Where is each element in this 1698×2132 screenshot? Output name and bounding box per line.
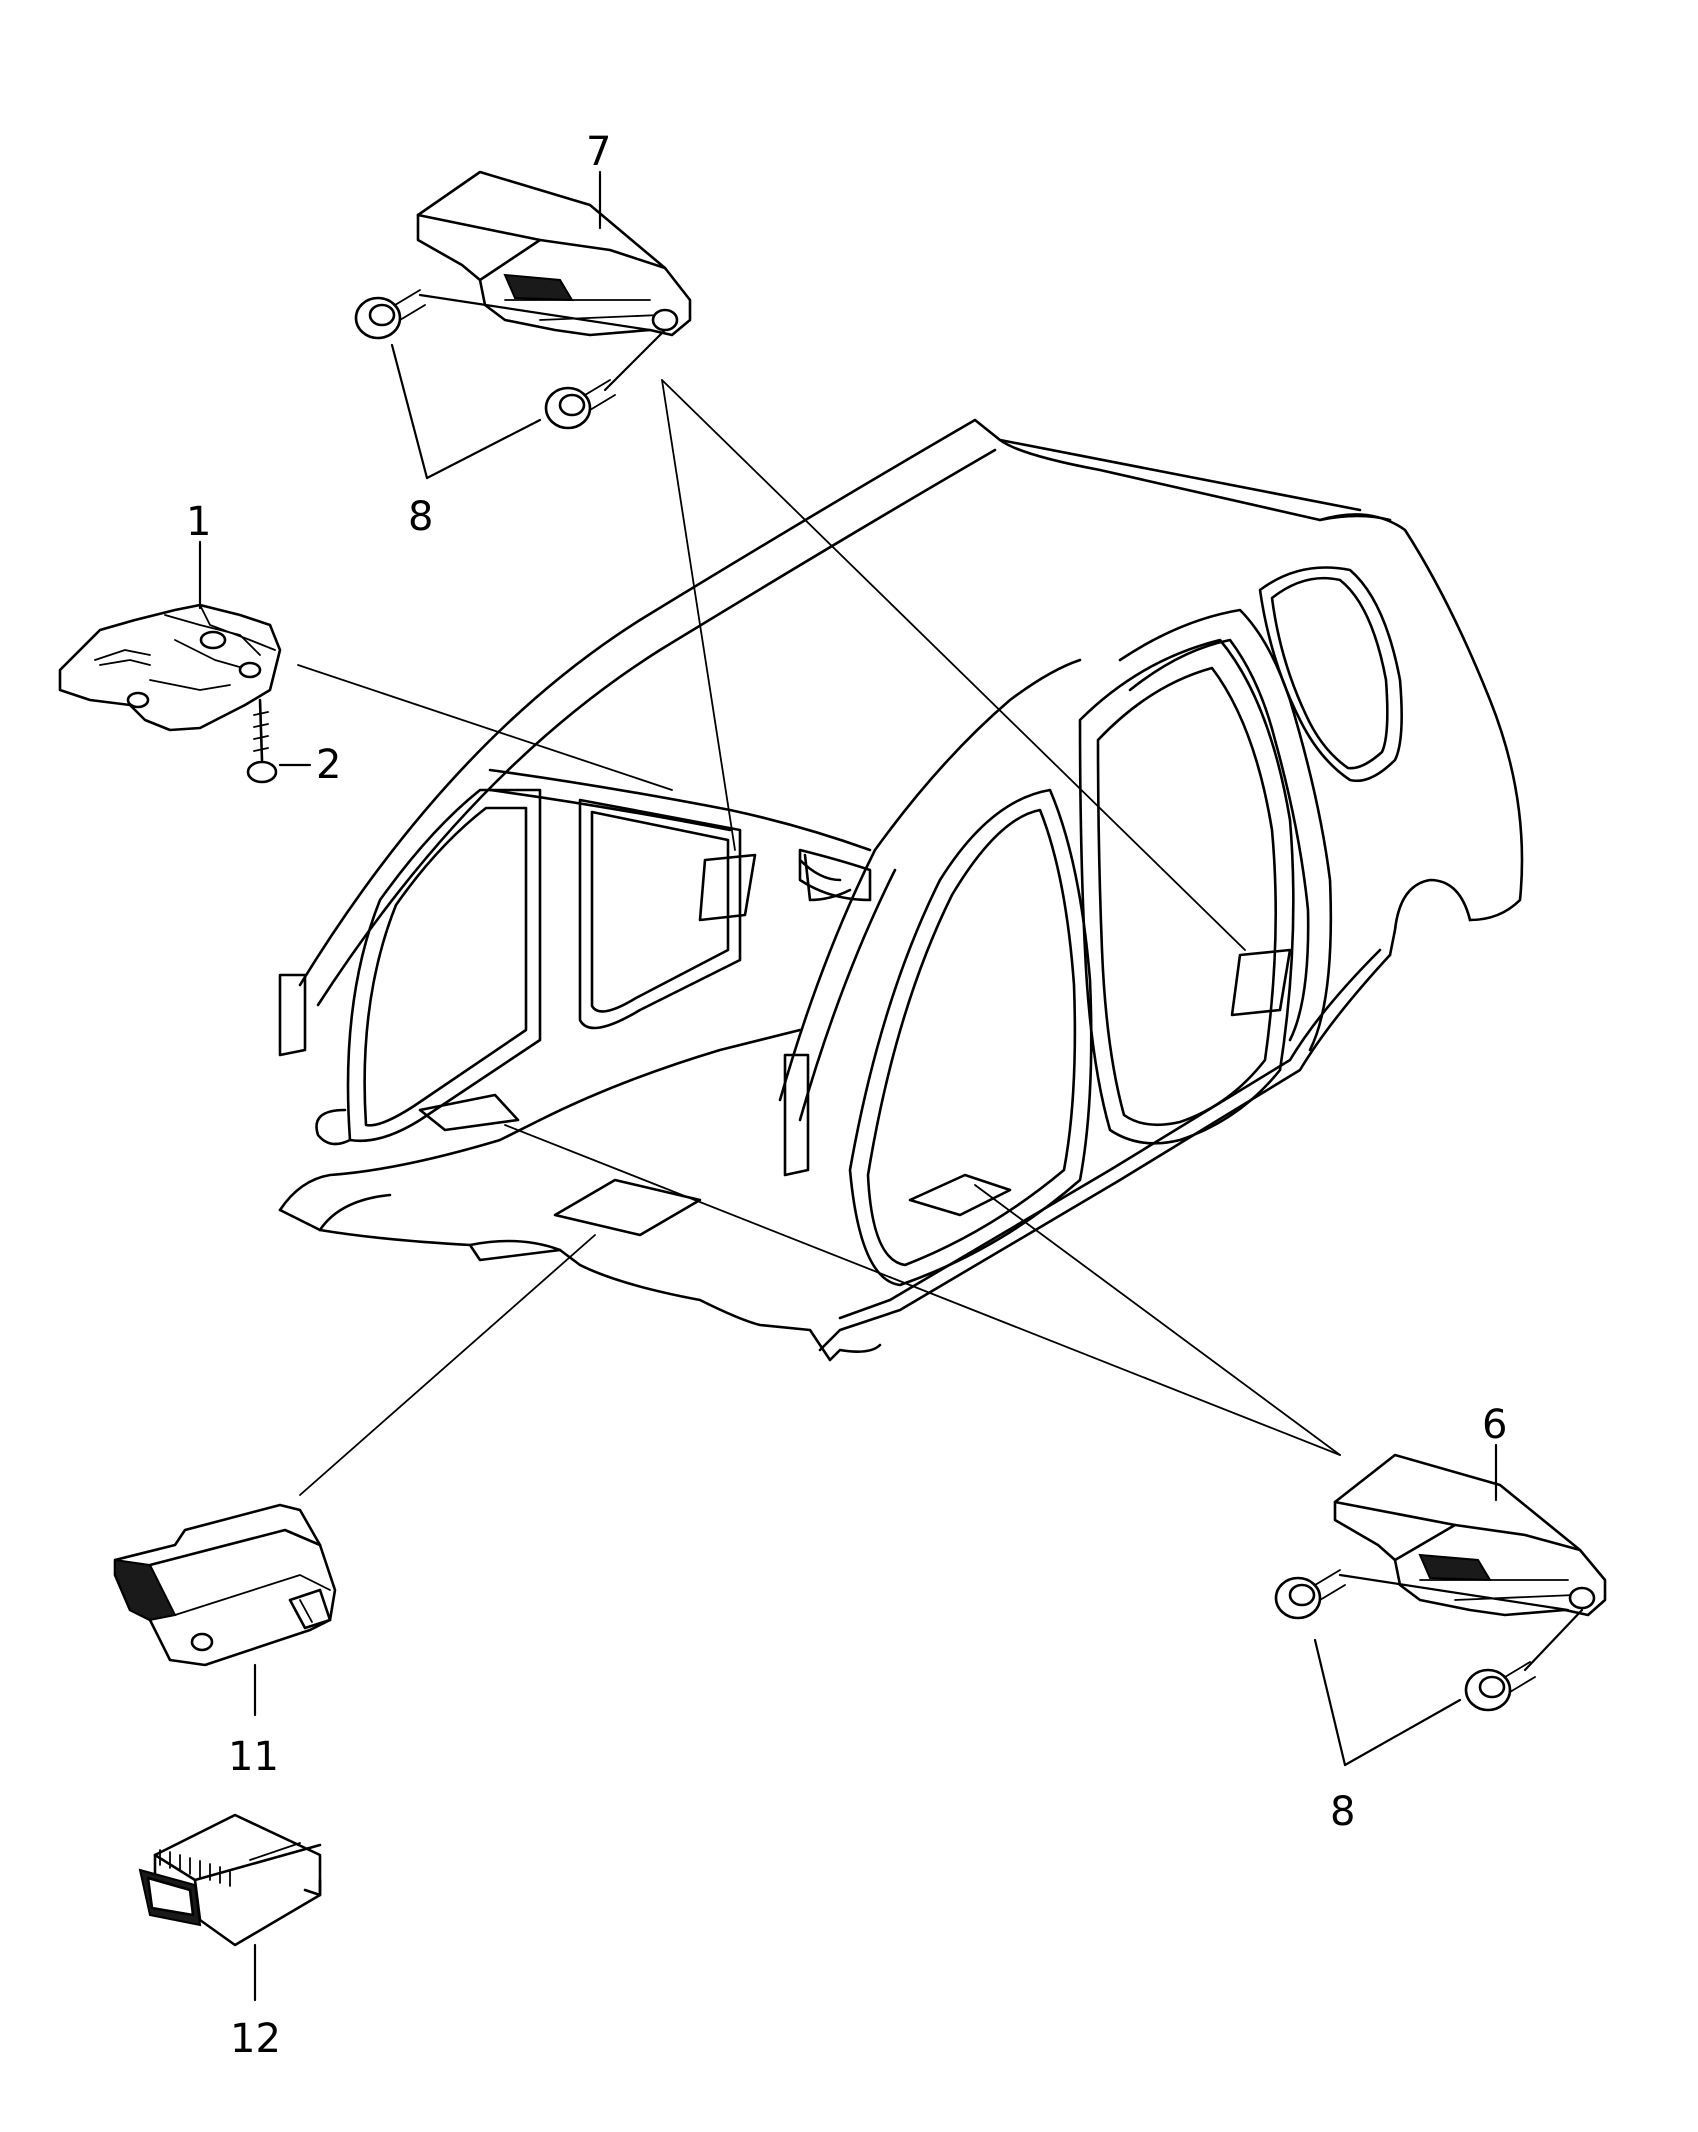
callout-2: 2 (316, 742, 341, 788)
part-11-control-unit (113, 1503, 337, 1667)
part-12-module (138, 1813, 322, 1947)
part-8-rivets-top (354, 289, 667, 480)
part-6-sensor (1333, 1453, 1607, 1617)
part-7-sensor (416, 170, 692, 337)
sensor-pad-right-c-pillar (1230, 948, 1292, 1017)
callout-1: 1 (186, 499, 211, 545)
sensor-pad-floor-center (553, 1178, 702, 1237)
car-body-shell (278, 418, 1524, 1362)
sensor-pad-left-sill (418, 1093, 520, 1132)
sensor-pad-left-b-pillar (698, 853, 757, 922)
callout-7: 7 (586, 129, 611, 175)
part-8-rivets-bottom (1274, 1569, 1584, 1767)
sensor-pad-right-sill (908, 1173, 1012, 1217)
callout-12: 12 (230, 2016, 281, 2062)
callout-8-top: 8 (408, 494, 433, 540)
callout-6: 6 (1482, 1402, 1507, 1448)
callout-11: 11 (228, 1734, 279, 1780)
leader-lines (297, 379, 1341, 1496)
callout-8-bottom: 8 (1330, 1789, 1355, 1835)
part-2-screw (246, 698, 312, 784)
part-1-bracket (58, 603, 282, 732)
